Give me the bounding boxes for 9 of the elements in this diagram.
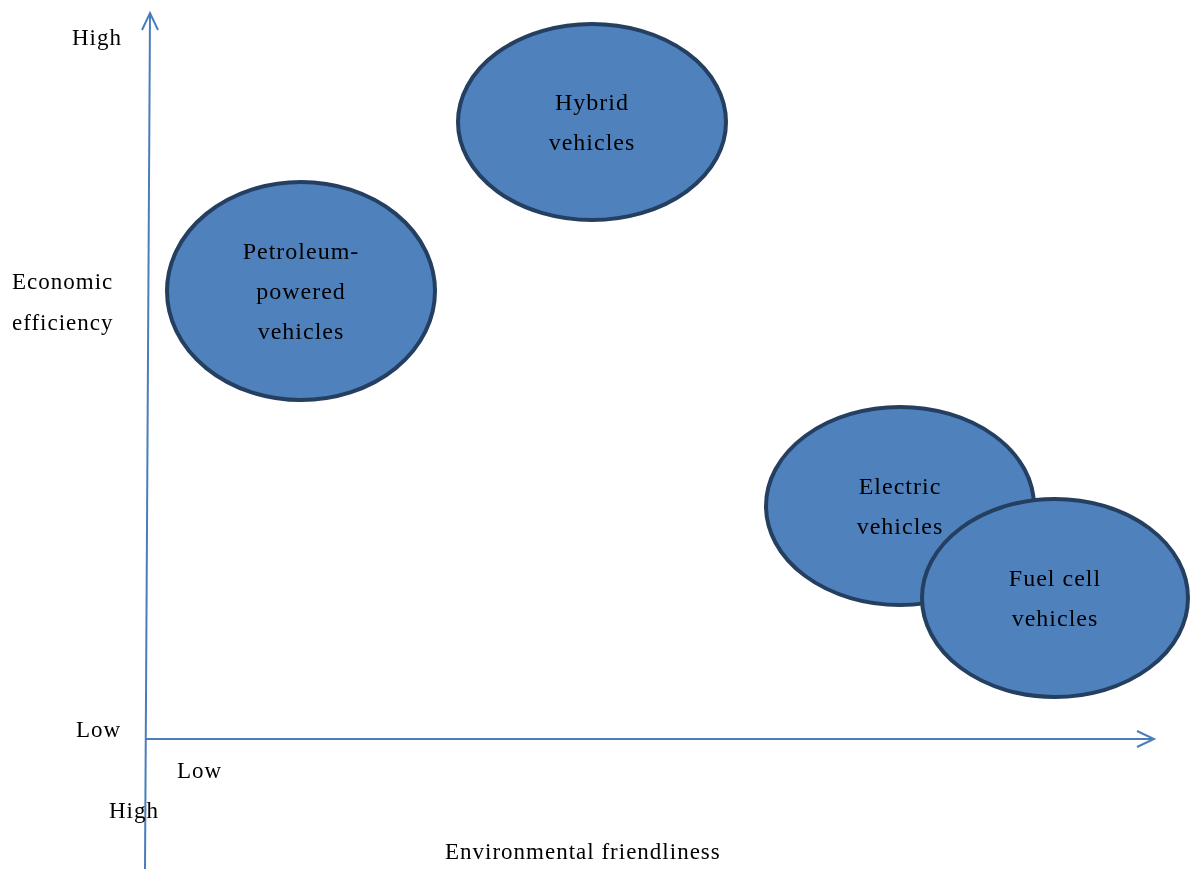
- axis-title: Environmental friendliness: [445, 838, 721, 866]
- axis-title: Economic efficiency: [12, 268, 115, 337]
- vehicle-type-label: Petroleum-powered vehicles: [241, 237, 361, 346]
- vehicle-type-label: Hybrid vehicles: [547, 88, 637, 157]
- axis-tick-label: Low: [76, 716, 122, 744]
- vehicle-type-label: Fuel cell vehicles: [1007, 564, 1103, 633]
- axis-tick-label: Low: [177, 757, 223, 785]
- vehicle-type-label: Electric vehicles: [855, 472, 945, 541]
- axis-tick-label: High: [72, 24, 122, 52]
